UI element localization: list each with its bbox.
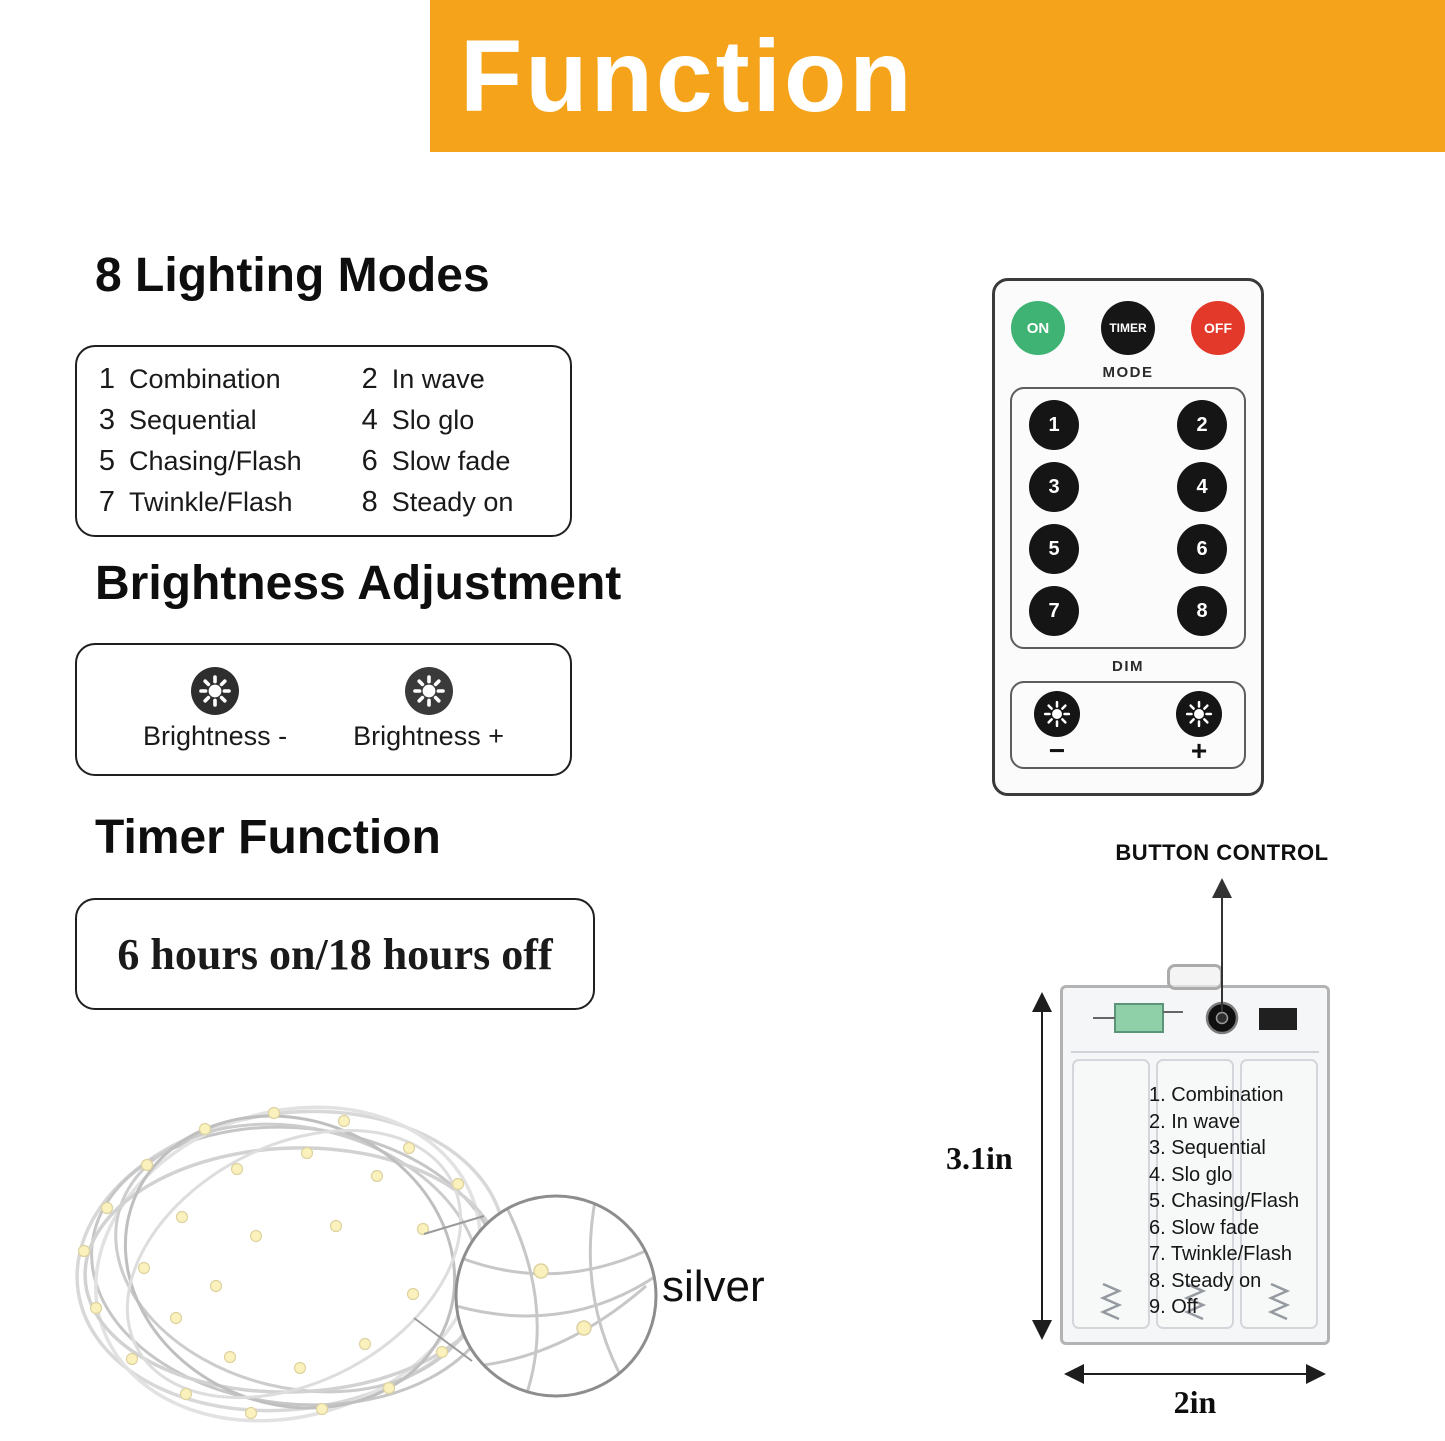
mode-item: 2 In wave (356, 363, 554, 396)
mode-item: 3 Sequential (93, 404, 356, 437)
brightness-box: Brightness - Brightness + (75, 643, 572, 776)
hanger-tab-icon (1167, 964, 1223, 990)
circuit-board (1114, 1003, 1164, 1033)
remote-mode-button-5: 5 (1029, 524, 1079, 574)
page-title: Function (460, 18, 915, 133)
brightness-plus-label: Brightness + (353, 721, 504, 751)
mode-item: 8 Steady on (356, 486, 554, 519)
mode-number: 3 (98, 404, 115, 436)
header-banner: Function (430, 0, 1445, 152)
dim-minus-sign: − (1048, 735, 1066, 766)
remote-mode-label: MODE (1102, 364, 1154, 381)
string-lights-image (75, 1105, 658, 1423)
remote-control: ON TIMER OFF MODE 1 2 3 4 5 6 7 8 DIM (992, 278, 1264, 796)
mode-label: Slo glo (391, 405, 475, 435)
mode-item: 6 Slow fade (356, 445, 554, 478)
remote-mode-panel: 1 2 3 4 5 6 7 8 (1010, 387, 1246, 649)
battery-mode-line: 4. Slo glo (1149, 1163, 1233, 1186)
mode-label: Sequential (129, 405, 257, 435)
battery-mode-line: 1. Combination (1149, 1084, 1284, 1106)
battery-mode-line: 5. Chasing/Flash (1149, 1190, 1300, 1212)
mode-label: Chasing/Flash (129, 446, 302, 476)
mode-label: Slow fade (391, 446, 511, 476)
dim-plus-cell: + (1176, 691, 1222, 765)
battery-mode-line: 2. In wave (1149, 1110, 1241, 1133)
remote-off-button: OFF (1191, 301, 1245, 355)
brightness-plus-cell: Brightness + (353, 667, 504, 752)
remote-mode-button-6: 6 (1177, 524, 1227, 574)
battery-mode-line: 8. Steady on (1149, 1269, 1262, 1292)
sun-icon (1043, 700, 1071, 728)
lighting-modes-box: 1 Combination 2 In wave 3 Sequential 4 S… (75, 345, 572, 537)
timer-text: 6 hours on/18 hours off (117, 929, 553, 979)
mode-number: 5 (98, 445, 115, 477)
timer-heading: Timer Function (95, 811, 441, 864)
button-control-label: BUTTON CONTROL (1115, 840, 1329, 865)
dim-minus-cell: − (1034, 691, 1080, 765)
mode-label: In wave (391, 364, 485, 394)
battery-box-detail (1071, 1001, 1319, 1329)
dim-plus-button (1176, 691, 1222, 737)
mode-item: 4 Slo glo (356, 404, 554, 437)
magnifier-detail (456, 1196, 656, 1396)
brightness-minus-cell: Brightness - (143, 667, 287, 752)
dim-minus-button (1034, 691, 1080, 737)
battery-spring-icon (1099, 1282, 1291, 1321)
mode-number: 8 (361, 486, 378, 518)
magnifier-circle (454, 1194, 658, 1398)
mode-number: 7 (98, 486, 115, 518)
width-dimension-label: 2in (1173, 1384, 1217, 1420)
battery-mode-line: 9. Off (1149, 1296, 1198, 1318)
mode-item: 1 Combination (93, 363, 356, 396)
battery-mode-line: 7. Twinkle/Flash (1149, 1243, 1293, 1265)
mode-label: Combination (129, 364, 281, 394)
brightness-minus-icon (191, 667, 240, 715)
mode-label: Steady on (391, 487, 514, 517)
brightness-heading: Brightness Adjustment (95, 557, 622, 610)
timer-box: 6 hours on/18 hours off (75, 898, 595, 1010)
remote-timer-button: TIMER (1101, 301, 1155, 355)
lighting-modes-heading: 8 Lighting Modes (95, 249, 490, 302)
battery-mode-line: 3. Sequential (1149, 1137, 1266, 1159)
remote-mode-button-1: 1 (1029, 400, 1079, 450)
sun-icon (1185, 700, 1213, 728)
mode-label: Twinkle/Flash (129, 487, 293, 517)
mode-item: 5 Chasing/Flash (93, 445, 356, 478)
remote-mode-button-3: 3 (1029, 462, 1079, 512)
battery-mode-list: 1. Combination 2. In wave 3. Sequential … (1149, 1082, 1299, 1321)
brightness-minus-label: Brightness - (143, 721, 288, 751)
mode-number: 2 (361, 363, 378, 395)
dim-plus-sign: + (1190, 735, 1208, 766)
remote-mode-button-8: 8 (1177, 586, 1227, 636)
remote-dim-label: DIM (1112, 658, 1144, 675)
remote-mode-button-7: 7 (1029, 586, 1079, 636)
mode-item: 7 Twinkle/Flash (93, 486, 356, 519)
mode-number: 4 (361, 404, 378, 436)
remote-mode-button-2: 2 (1177, 400, 1227, 450)
remote-on-button: ON (1011, 301, 1065, 355)
height-dimension-label: 3.1in (946, 1140, 1013, 1176)
battery-mode-line: 6. Slow fade (1149, 1216, 1260, 1239)
mode-number: 6 (361, 445, 378, 477)
remote-power-row: ON TIMER OFF (995, 281, 1261, 355)
brightness-plus-icon (404, 667, 453, 715)
mode-number: 1 (98, 363, 115, 395)
remote-dim-panel: − + (1010, 681, 1246, 769)
wire-color-label: silver (662, 1262, 765, 1311)
remote-mode-button-4: 4 (1177, 462, 1227, 512)
battery-box: 1. Combination 2. In wave 3. Sequential … (1060, 964, 1330, 1345)
